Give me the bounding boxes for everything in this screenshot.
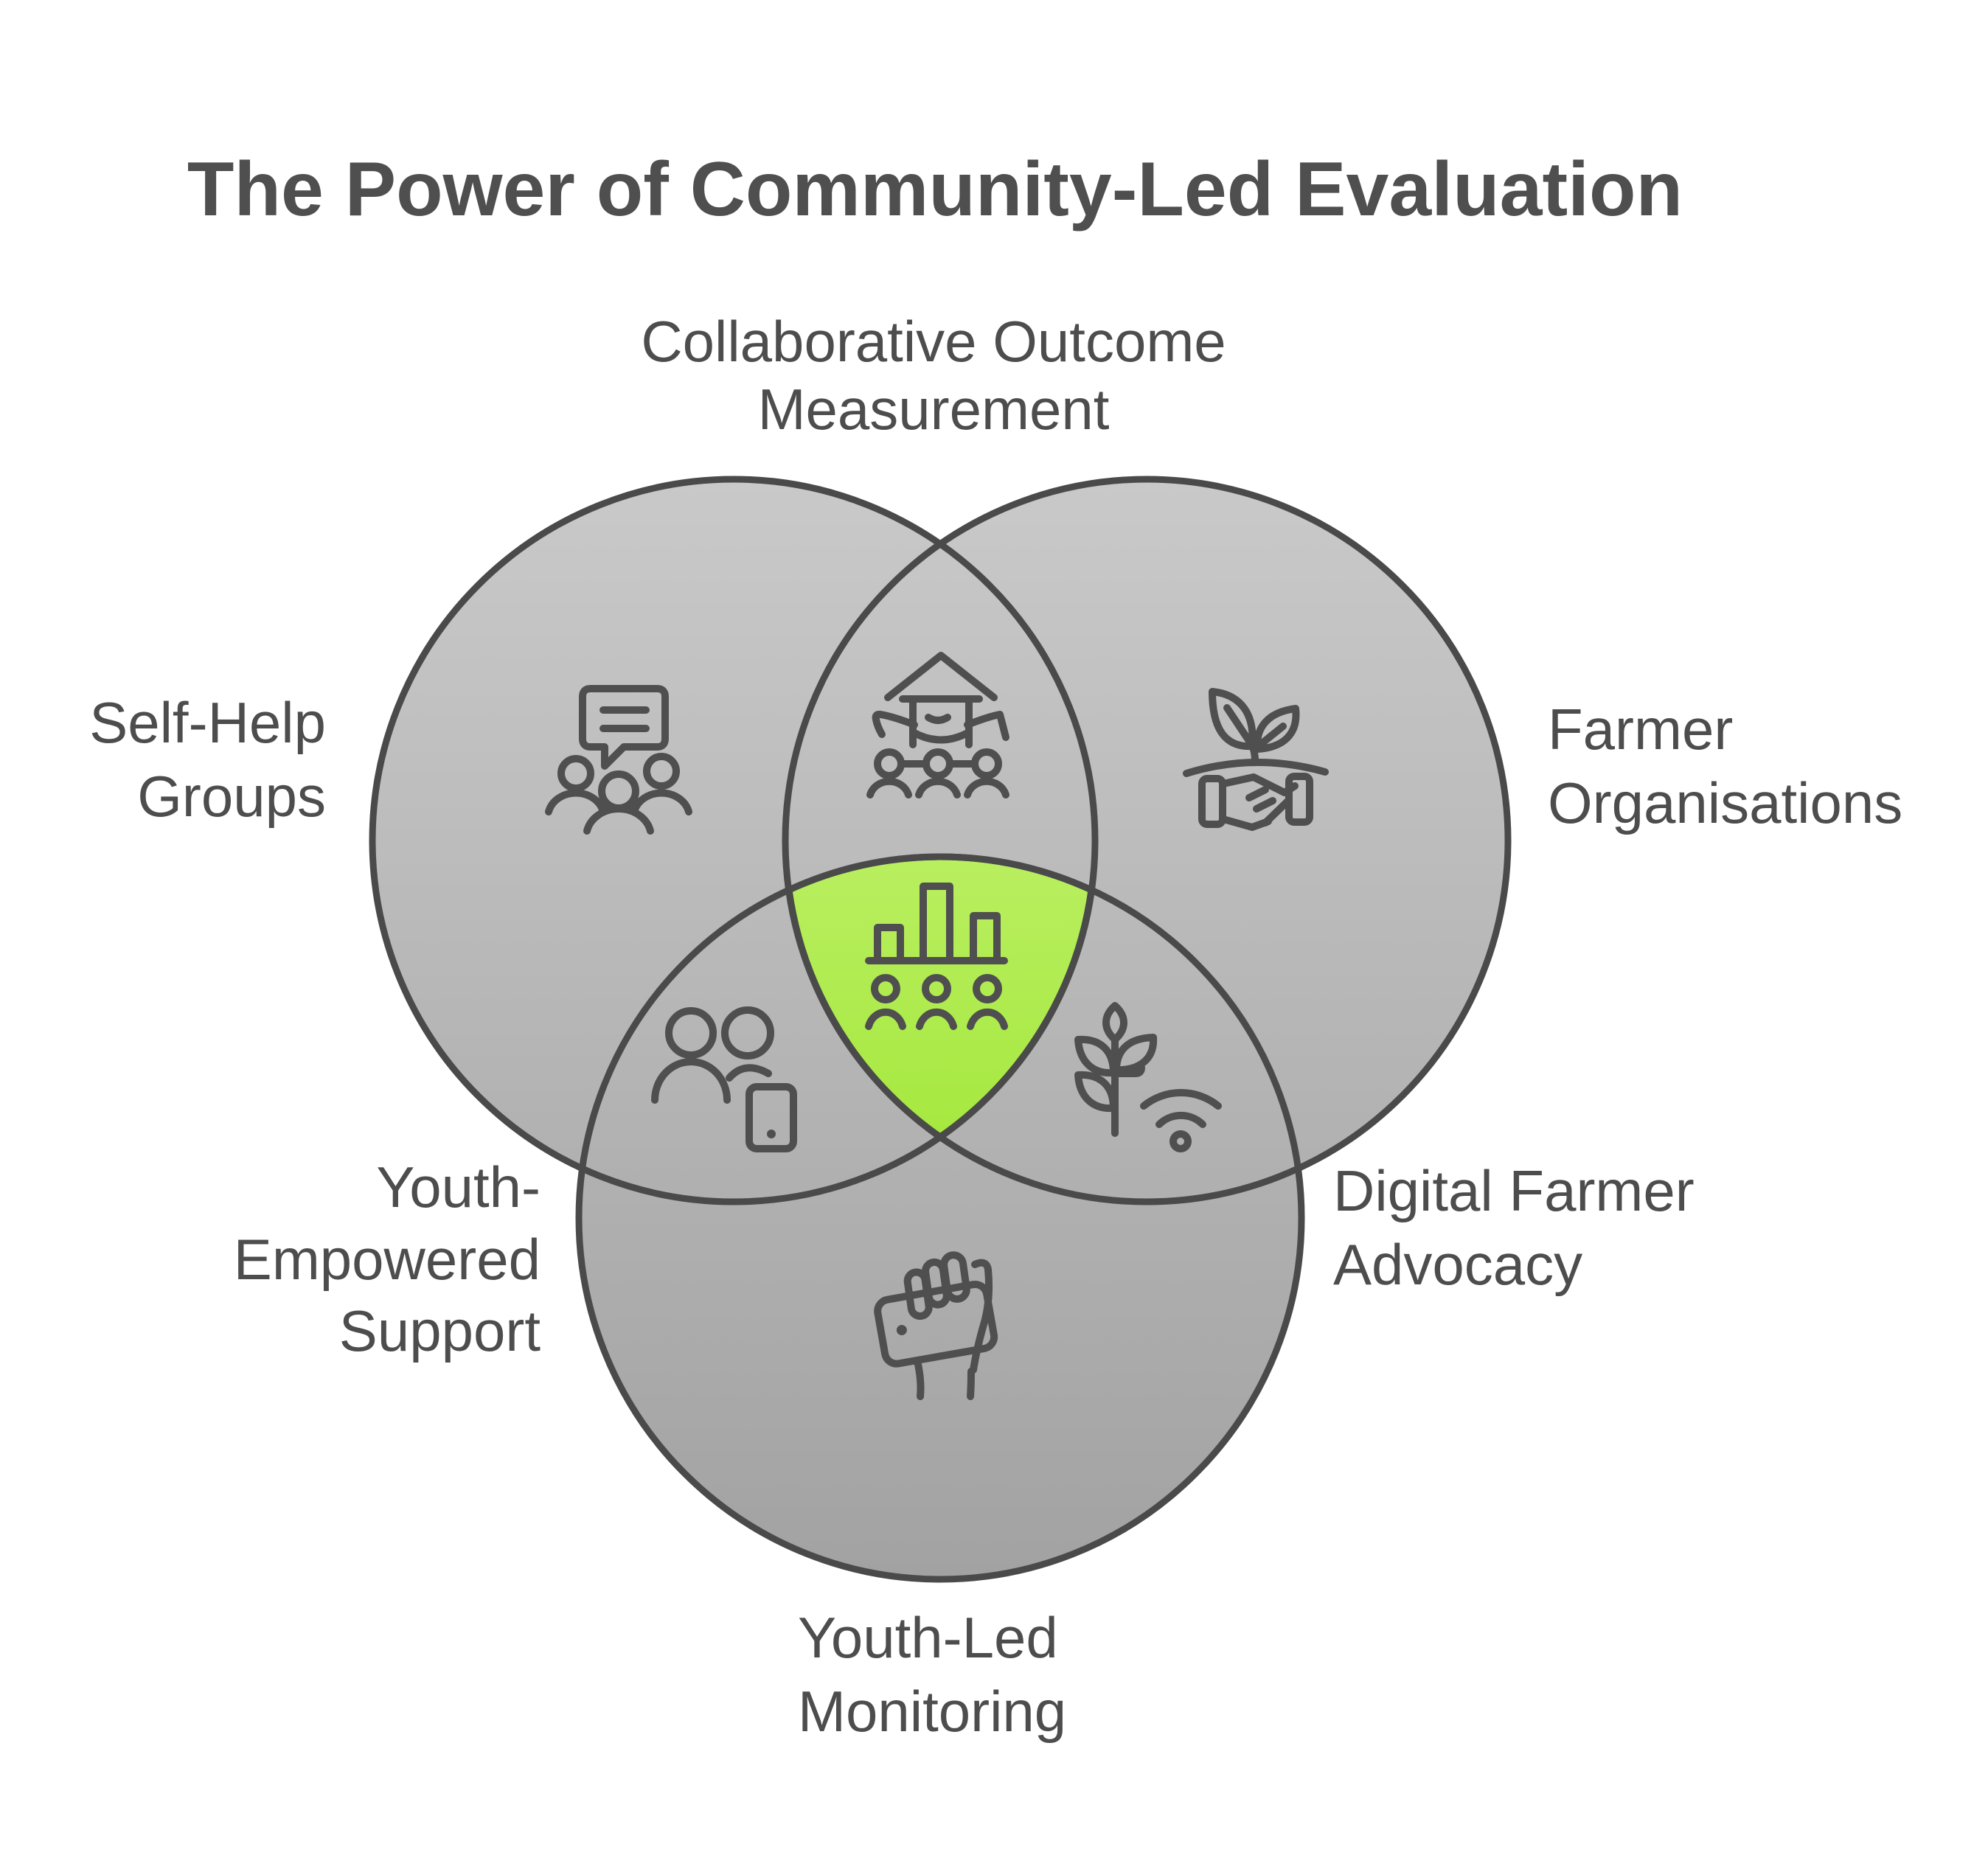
circle-outline-youth [575, 853, 1305, 1583]
label-digital-farmer-line1: Digital Farmer [1333, 1158, 1695, 1223]
label-farmer-line2: Organisations [1548, 770, 1902, 835]
people-smartphone-icon [651, 1006, 797, 1152]
label-farmer-line1: Farmer [1548, 697, 1733, 762]
page-title: The Power of Community-Led Evaluation [187, 147, 1683, 232]
diagram-labels: Collaborative Outcome Measurement Self-H… [89, 309, 1902, 1744]
label-digital-farmer-line2: Advocacy [1333, 1232, 1582, 1297]
label-youth-empowered-line2: Empowered [234, 1227, 541, 1292]
circle-outline-farmer [782, 476, 1512, 1205]
raised-fist-phone-icon [874, 1251, 998, 1400]
handshake-sprout-icon [1183, 688, 1329, 831]
people-bar-chart-icon [865, 883, 1008, 1030]
label-youth-empowered-line1: Youth- [376, 1155, 541, 1219]
group-discussion-icon [545, 685, 692, 835]
label-youth-empowered-line3: Support [339, 1298, 541, 1363]
label-youth-led-line1: Youth-Led [798, 1605, 1058, 1670]
community-meeting-icon [866, 652, 1009, 798]
label-self-help-line2: Groups [137, 764, 326, 829]
wheat-wifi-icon [1074, 1002, 1222, 1152]
label-youth-led-line2: Monitoring [798, 1679, 1066, 1744]
label-collaborative-outcome-line2: Measurement [758, 377, 1110, 442]
label-collaborative-outcome-line1: Collaborative Outcome [641, 309, 1226, 374]
circle-outline-self-help [369, 476, 1099, 1205]
label-self-help-line1: Self-Help [89, 690, 326, 755]
